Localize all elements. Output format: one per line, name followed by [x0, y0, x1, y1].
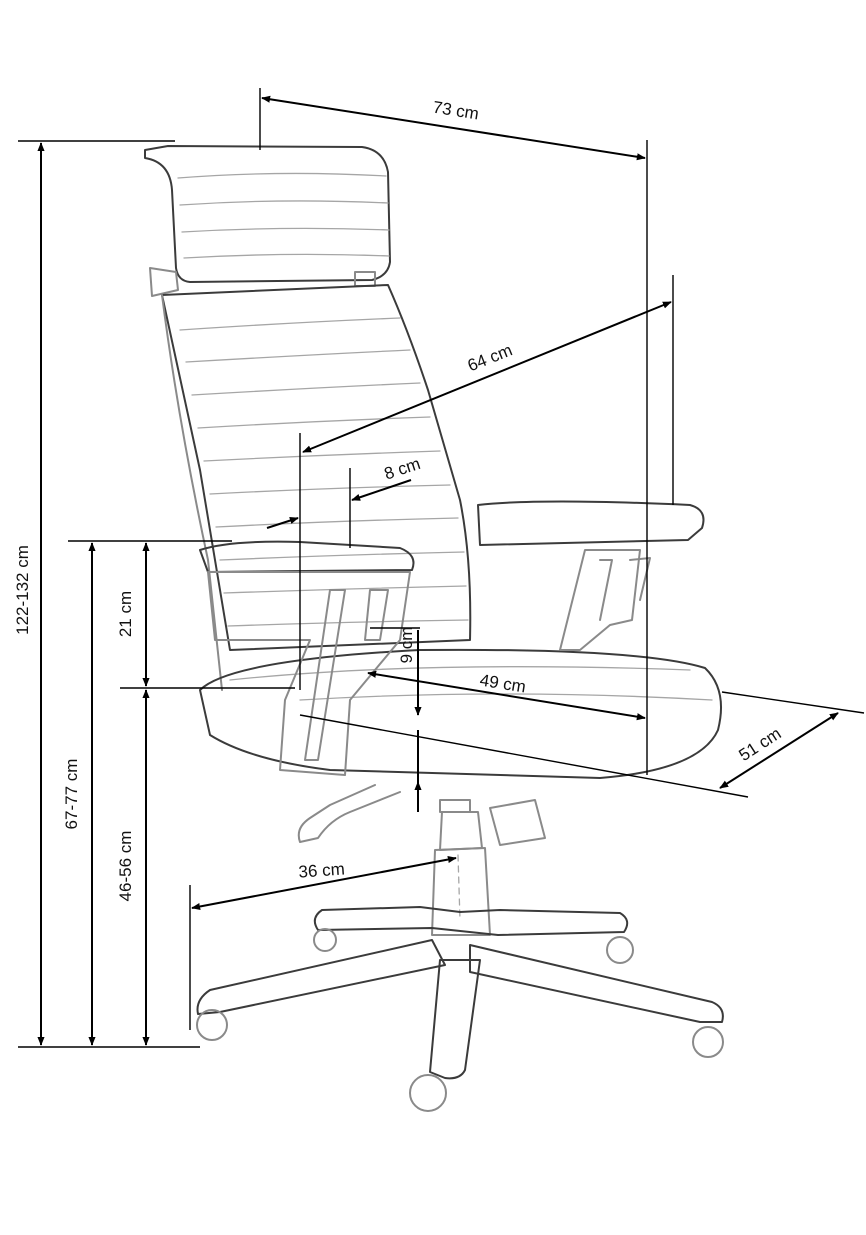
star-base — [196, 906, 724, 1112]
backrest — [161, 284, 472, 691]
dimension-labels: 73 cm 64 cm 8 cm 9 cm 49 cm 51 cm 36 cm … — [13, 98, 785, 902]
armrest-width-arrow-left — [266, 517, 299, 529]
extension-line — [721, 691, 865, 714]
seat-thickness-label: 9 cm — [397, 627, 416, 664]
armrest-above-seat-label: 21 cm — [116, 591, 135, 637]
armrest-height-label: 67-77 cm — [62, 759, 81, 830]
armrest-width-label: 8 cm — [382, 454, 423, 483]
overall-width-dimension — [261, 95, 646, 161]
dimension-lines — [18, 88, 865, 1048]
extension-line — [299, 714, 749, 798]
chair-illustration — [144, 145, 724, 1112]
right-armrest — [477, 500, 705, 651]
seat — [199, 648, 722, 779]
base-radius-dimension — [191, 855, 457, 911]
left-armrest — [199, 540, 415, 776]
armrest-width-arrow-right — [351, 479, 412, 501]
base-radius-label: 36 cm — [298, 859, 346, 881]
backrest-height-dimension — [302, 301, 672, 453]
seat-width-label: 51 cm — [735, 724, 784, 765]
seat-depth-dimension — [367, 670, 646, 721]
backrest-height-label: 64 cm — [465, 340, 515, 375]
headrest — [144, 145, 391, 297]
seat-width-dimension — [719, 712, 839, 789]
seat-height-label: 46-56 cm — [116, 831, 135, 902]
overall-width-label: 73 cm — [432, 98, 481, 124]
total-height-label: 122-132 cm — [13, 545, 32, 635]
